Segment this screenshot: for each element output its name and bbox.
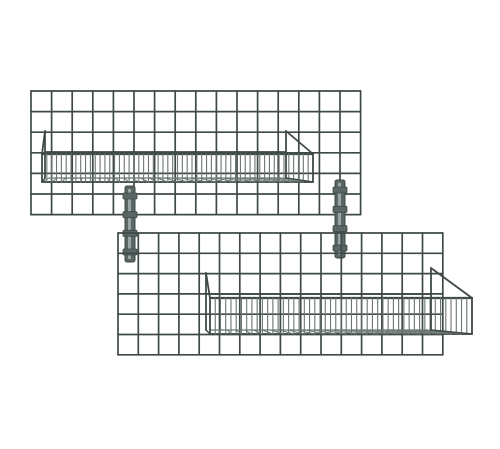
shelf-floor-wire (189, 177, 208, 183)
panel-connectors (122, 179, 348, 263)
shelf-floor-wire (296, 329, 316, 335)
shelf-floor-wire (304, 329, 326, 335)
connector-clip (122, 211, 138, 219)
shelf-floor-wire (206, 177, 227, 183)
shelf-floor-wire (70, 177, 75, 183)
shelf-floor-wire (156, 177, 169, 183)
connector-clip (332, 205, 348, 213)
shelf-floor-wire (60, 177, 67, 183)
right-connector (332, 179, 348, 259)
shelf-floor-wire (106, 177, 111, 183)
shelf-floor-wire (181, 177, 198, 183)
shelf-floor-wire (339, 329, 368, 335)
shelf-floor-wire (80, 177, 83, 183)
upper-wire-shelf (40, 130, 315, 183)
shelf-floor-wire (270, 329, 284, 335)
shelf-side-arm (205, 272, 211, 299)
connector-clip (332, 244, 348, 252)
shelf-floor-wire (148, 177, 159, 183)
shelf-floor-wire (278, 329, 295, 335)
shelf-side-base (41, 177, 46, 183)
shelf-floor-wire (331, 329, 358, 335)
shelf-floor-wire (244, 329, 253, 335)
shelf-floor-wire (131, 177, 140, 183)
shelf-floor-wire (226, 329, 232, 335)
shelf-floor-wire (239, 177, 266, 183)
connector-highlight (338, 183, 341, 255)
shelf-floor-wire (214, 177, 237, 183)
shelf-floor-wire (261, 329, 274, 335)
shelf-floor-wire (165, 177, 178, 183)
shelf-floor-wire (256, 177, 285, 183)
shelf-floor-wire (348, 329, 379, 335)
shelf-floor-wire (198, 177, 217, 183)
shelf-floor-wire (374, 329, 410, 335)
left-connector (122, 185, 138, 263)
connector-highlight (128, 189, 131, 259)
shelf-side-arm (430, 267, 473, 299)
shelf-side-base (205, 329, 211, 335)
shelf-floor-wire (140, 177, 149, 183)
shelf-floor-wire (173, 177, 188, 183)
shelf-side-arm (285, 130, 314, 155)
shelf-side-arm (41, 130, 46, 155)
shelf-floor-wire (218, 329, 221, 335)
shelf-floor-wire (264, 177, 295, 183)
shelf-floor-wire (287, 329, 305, 335)
shelf-floor-wire (322, 329, 347, 335)
connector-clip (122, 192, 138, 200)
shelf-side-base (285, 177, 314, 183)
shelf-floor-wire (248, 177, 275, 183)
shelf-floor-wire (123, 177, 130, 183)
shelf-floor-wire (400, 329, 442, 335)
shelf-floor-wire (383, 329, 421, 335)
shelf-floor-wire (357, 329, 389, 335)
shelf-floor-wire (115, 177, 120, 183)
shelf-floor-wire (223, 177, 246, 183)
lower-wire-shelf (205, 267, 474, 335)
shelf-floor-wire (409, 329, 452, 335)
shelf-floor-wire (391, 329, 431, 335)
shelf-floor-wire (273, 177, 304, 183)
shelf-floor-wire (98, 177, 101, 183)
connector-clip (332, 225, 348, 233)
shelf-floor-wire (231, 177, 256, 183)
connector-clip (332, 186, 348, 194)
shelf-floor-wire (313, 329, 337, 335)
shelf-floor-wire (417, 329, 463, 335)
shelf-floor-wire (51, 177, 58, 183)
shelf-side-base (430, 329, 473, 335)
shelf-floor-wire (365, 329, 400, 335)
shelf-floor-wire (252, 329, 263, 335)
shelf-floor-wire (235, 329, 242, 335)
